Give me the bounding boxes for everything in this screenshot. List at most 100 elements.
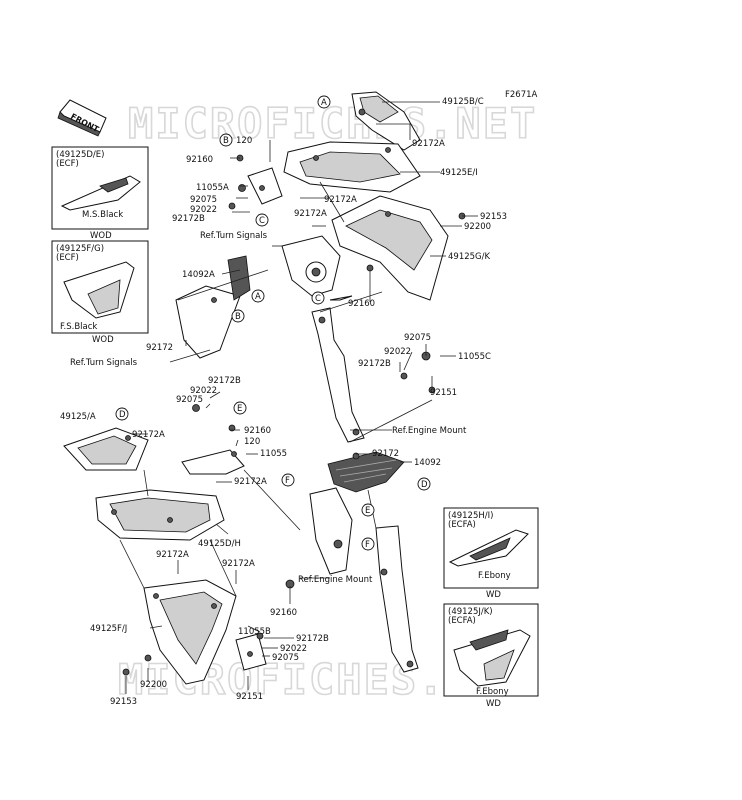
callout-d-1: D bbox=[115, 407, 129, 421]
label-92075-1: 92075 bbox=[190, 195, 217, 205]
part-upper-cowl bbox=[283, 141, 421, 193]
inset-4-variant: (ECFA) bbox=[448, 616, 476, 626]
label-92200-2: 92200 bbox=[140, 680, 167, 690]
label-120-2: 120 bbox=[244, 437, 260, 447]
label-92200-1: 92200 bbox=[464, 222, 491, 232]
inset-4-footer: WD bbox=[486, 699, 501, 709]
callout-d-2: D bbox=[417, 477, 431, 491]
inset-2-color: F.S.Black bbox=[60, 322, 97, 332]
part-side-cowl-right bbox=[331, 195, 449, 301]
front-arrow-icon: FRONT bbox=[57, 99, 107, 137]
callout-c-2-label: C bbox=[315, 294, 321, 304]
callout-f-1-label: F bbox=[285, 476, 290, 486]
part-bracket-lower-mid bbox=[181, 449, 245, 475]
callout-c-2: C bbox=[311, 291, 325, 305]
label-92160-4: 92160 bbox=[270, 608, 297, 618]
label-49125dh: 49125D/H bbox=[198, 539, 241, 549]
label-92151-1: 92151 bbox=[430, 388, 457, 398]
label-92172a-3: 92172A bbox=[294, 209, 327, 219]
callout-b-1-label: B bbox=[223, 136, 229, 146]
callout-f-1: F bbox=[281, 473, 295, 487]
label-49125gk: 49125G/K bbox=[448, 252, 490, 262]
label-92172: 92172 bbox=[146, 343, 173, 353]
part-bracket-upper-left bbox=[247, 167, 283, 205]
ref-engine-mount-center: Ref.Engine Mount bbox=[298, 575, 373, 585]
leader-lines bbox=[119, 101, 478, 694]
part-under-cowl-left bbox=[143, 579, 237, 685]
callout-c-1-label: C bbox=[259, 216, 265, 226]
label-92172-2: 92172 bbox=[372, 449, 399, 459]
callout-c-1: C bbox=[255, 213, 269, 227]
label-92075-4: 92075 bbox=[272, 653, 299, 663]
part-bracket-lower-right bbox=[235, 633, 267, 671]
label-49125bc: 49125B/C bbox=[442, 97, 484, 107]
inset-box-4: (49125J/K) (ECFA) F.Ebony WD bbox=[443, 603, 539, 709]
ref-turn-signals-lower: Ref.Turn Signals bbox=[70, 358, 138, 368]
label-92160-2: 92160 bbox=[348, 299, 375, 309]
label-92151-2: 92151 bbox=[236, 692, 263, 702]
label-92172b-4: 92172B bbox=[296, 634, 329, 644]
inset-3-footer: WD bbox=[486, 590, 501, 600]
label-11055c: 11055C bbox=[458, 352, 491, 362]
callout-a-2: A bbox=[251, 289, 265, 303]
callout-b-2: B bbox=[231, 309, 245, 323]
label-92022-2: 92022 bbox=[384, 347, 411, 357]
callout-e-1-label: E bbox=[237, 404, 242, 414]
label-49125fj: 49125F/J bbox=[90, 624, 127, 634]
inset-box-3: (49125H/I) (ECFA) F.Ebony WD bbox=[443, 507, 539, 600]
callout-f-2: F bbox=[361, 537, 375, 551]
inset-4-color: F.Ebony bbox=[476, 687, 509, 697]
label-92172b-1: 92172B bbox=[172, 214, 205, 224]
inset-2-variant: (ECF) bbox=[56, 253, 79, 263]
part-frame-stay-lower bbox=[375, 525, 419, 673]
label-92172a-2: 92172A bbox=[324, 195, 357, 205]
callout-b-1: B bbox=[219, 133, 233, 147]
callout-a-1: A bbox=[317, 95, 331, 109]
label-92153-2: 92153 bbox=[110, 697, 137, 707]
label-14092: 14092 bbox=[414, 458, 441, 468]
callout-e-1: E bbox=[233, 401, 247, 415]
part-inner-cover-lower bbox=[63, 427, 149, 471]
label-92160-3: 92160 bbox=[244, 426, 271, 436]
figure-code: F2671A bbox=[505, 90, 538, 100]
label-11055b: 11055B bbox=[238, 627, 271, 637]
callout-b-2-label: B bbox=[235, 312, 241, 322]
label-92172a-5: 92172A bbox=[234, 477, 267, 487]
callout-f-2-label: F bbox=[365, 540, 370, 550]
inset-1-code: (49125D/E) bbox=[56, 150, 104, 160]
inset-1-variant: (ECF) bbox=[56, 159, 79, 169]
part-inner-panel-left bbox=[175, 255, 251, 359]
callout-e-2: E bbox=[361, 503, 375, 517]
label-11055a: 11055A bbox=[196, 183, 229, 193]
label-92172a-7: 92172A bbox=[222, 559, 255, 569]
label-14092a: 14092A bbox=[182, 270, 215, 280]
inset-3-variant: (ECFA) bbox=[448, 520, 476, 530]
part-cover-top bbox=[351, 91, 421, 151]
label-49125a: 49125/A bbox=[60, 412, 96, 422]
ref-engine-mount-right: Ref.Engine Mount bbox=[392, 426, 467, 436]
label-92172a-6: 92172A bbox=[156, 550, 189, 560]
inset-box-1: (49125D/E) (ECF) M.S.Black WOD bbox=[51, 146, 149, 241]
inset-4-code: (49125J/K) bbox=[448, 607, 493, 617]
callout-e-2-label: E bbox=[365, 506, 370, 516]
label-92172b-2: 92172B bbox=[358, 359, 391, 369]
inset-1-footer: WOD bbox=[90, 231, 112, 241]
label-92160-1: 92160 bbox=[186, 155, 213, 165]
label-92172a-4: 92172A bbox=[132, 430, 165, 440]
callout-a-2-label: A bbox=[255, 292, 261, 302]
label-92022-3: 92022 bbox=[190, 386, 217, 396]
inset-2-code: (49125F/G) bbox=[56, 244, 104, 254]
inset-2-footer: WOD bbox=[92, 335, 114, 345]
part-frame-stay-upper bbox=[311, 295, 365, 443]
label-92022-1: 92022 bbox=[190, 205, 217, 215]
watermark-top: MICROFICHES.NET bbox=[128, 99, 537, 148]
inset-box-2: (49125F/G) (ECF) F.S.Black WOD bbox=[51, 240, 149, 345]
label-11055: 11055 bbox=[260, 449, 287, 459]
label-92172b-3: 92172B bbox=[208, 376, 241, 386]
label-92153-1: 92153 bbox=[480, 212, 507, 222]
callout-d-2-label: D bbox=[421, 480, 428, 490]
label-49125ei: 49125E/I bbox=[440, 168, 478, 178]
label-92075-2: 92075 bbox=[404, 333, 431, 343]
inset-3-code: (49125H/I) bbox=[448, 511, 493, 521]
